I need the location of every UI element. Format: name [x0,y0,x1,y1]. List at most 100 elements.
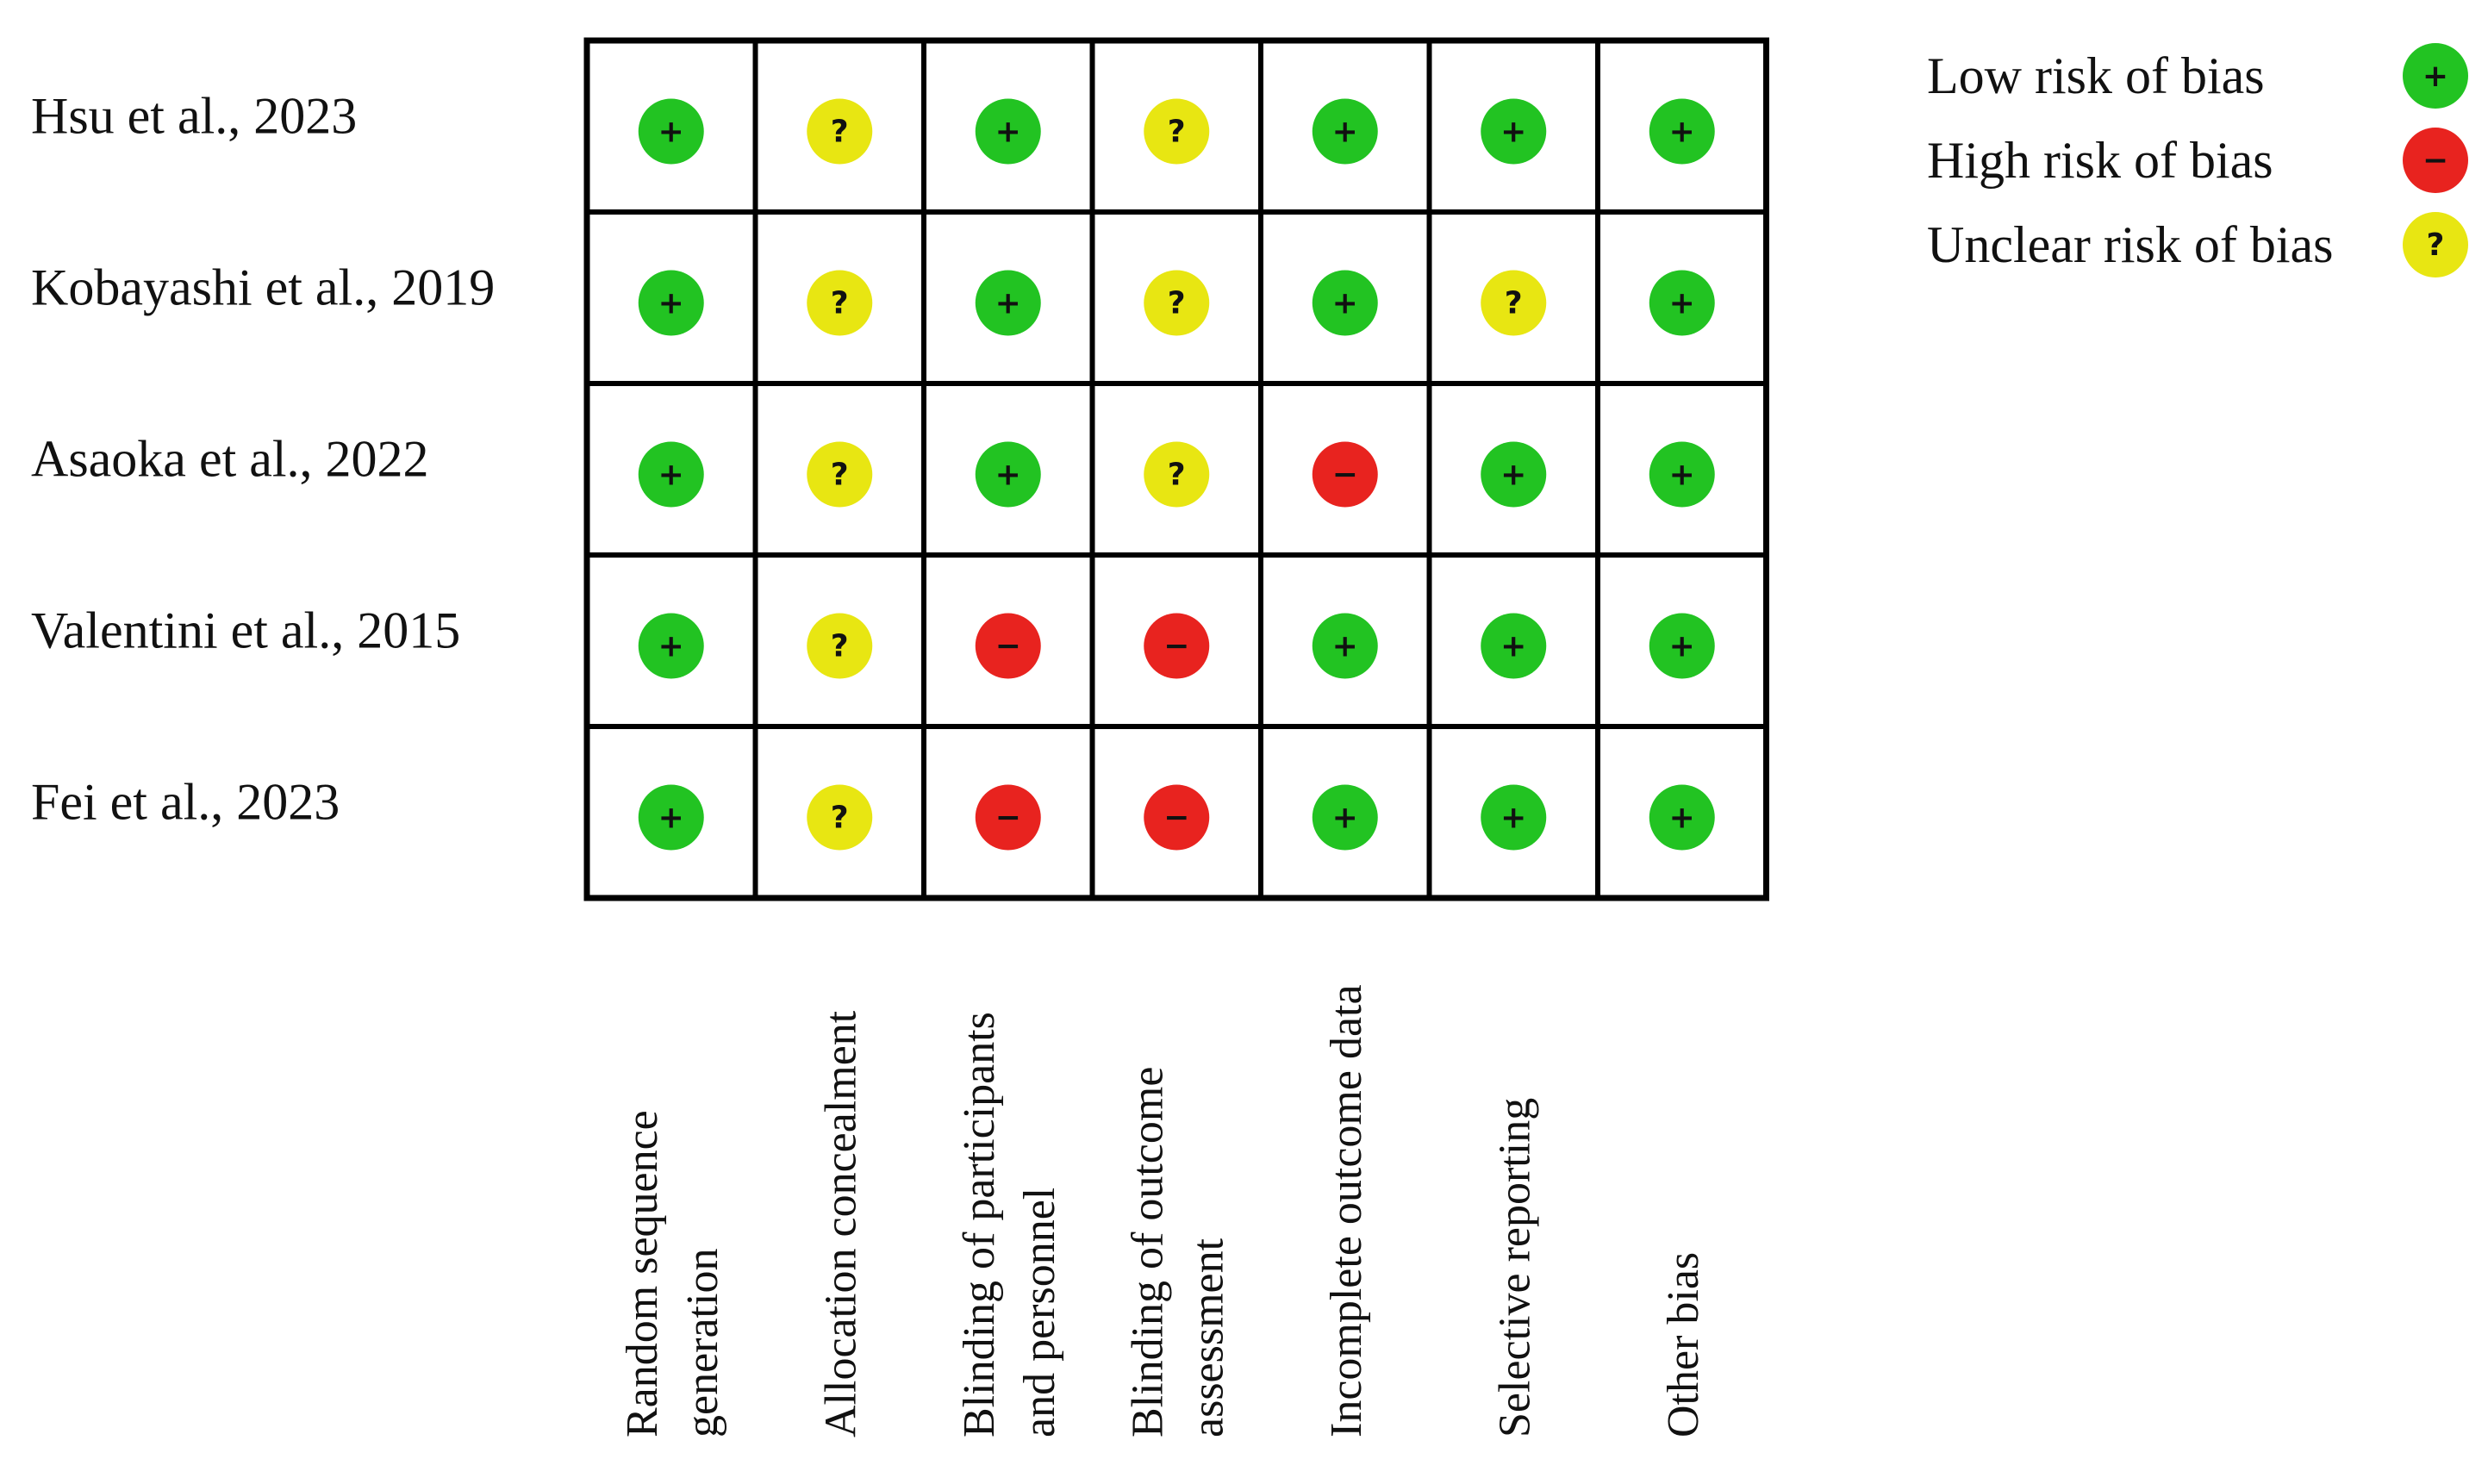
unclear-risk-circle [1481,270,1547,336]
rating-cell: + [1312,98,1378,165]
grid-border [583,37,1769,901]
unclear-risk-symbol: ? [831,801,849,836]
rating-cell: ? [807,784,873,851]
rating-cell: − [1144,784,1210,851]
risk-of-bias-grid: +?+?++++?+?+?++?+?−+++?−−++++?−−+++ [583,37,1769,901]
high-risk-symbol: − [2423,143,2448,178]
unclear-risk-symbol: ? [1168,458,1186,493]
unclear-risk-symbol: ? [831,286,849,321]
high-risk-circle [2403,128,2468,193]
high-risk-circle [975,784,1041,851]
low-risk-symbol: + [1332,629,1358,664]
unclear-risk-symbol: ? [1168,286,1186,321]
domain-label: assessment [1183,1238,1232,1437]
low-risk-circle [1649,98,1715,165]
low-risk-symbol: + [1669,115,1695,150]
low-risk-symbol: + [1500,629,1526,664]
legend-symbol: ? [2403,212,2468,277]
unclear-risk-symbol: ? [831,629,849,664]
high-risk-symbol: − [1163,801,1189,836]
unclear-risk-circle [807,441,873,508]
low-risk-symbol: + [1500,115,1526,150]
domain-label: generation [678,1249,727,1437]
domain-label: Blinding of participants [955,1012,1004,1437]
domain-label: Allocation concealment [816,1010,865,1437]
unclear-risk-symbol: ? [831,115,849,150]
legend-label: Low risk of bias [1927,47,2265,104]
low-risk-symbol: + [658,286,684,321]
rating-cell: + [975,98,1041,165]
unclear-risk-symbol: ? [1168,115,1186,150]
study-label: Hsu et al., 2023 [31,88,357,145]
low-risk-symbol: + [1669,629,1695,664]
rating-cell: − [1144,613,1210,679]
low-risk-circle [1649,784,1715,851]
low-risk-symbol: + [1500,458,1526,493]
unclear-risk-circle [807,784,873,851]
rating-cell: + [1481,784,1547,851]
low-risk-symbol: + [658,458,684,493]
rating-cell: + [638,613,704,679]
rating-cell: + [975,270,1041,336]
legend-label: Unclear risk of bias [1927,216,2334,273]
domain-label: Blinding of outcome [1123,1067,1172,1437]
low-risk-symbol: + [1332,115,1358,150]
low-risk-circle [975,98,1041,165]
rating-cell: ? [1144,270,1210,336]
domain-label: Random sequence [618,1110,667,1437]
unclear-risk-circle [1144,98,1210,165]
high-risk-symbol: − [995,629,1021,664]
rating-cell: + [1312,613,1378,679]
low-risk-circle [1481,98,1547,165]
low-risk-circle [638,613,704,679]
high-risk-circle [1312,441,1378,508]
low-risk-circle [1312,270,1378,336]
low-risk-circle [1481,784,1547,851]
rating-cell: + [1481,98,1547,165]
rating-cell: + [1649,441,1715,508]
low-risk-circle [1481,613,1547,679]
rating-cell: ? [807,441,873,508]
rating-cell: + [975,441,1041,508]
low-risk-symbol: + [1500,801,1526,836]
low-risk-circle [1649,441,1715,508]
legend-symbol: + [2403,43,2468,109]
unclear-risk-circle [807,270,873,336]
unclear-risk-circle [2403,212,2468,277]
low-risk-circle [638,270,704,336]
unclear-risk-symbol: ? [1505,286,1523,321]
low-risk-circle [1649,270,1715,336]
rating-cell: + [1649,613,1715,679]
low-risk-circle [1312,98,1378,165]
low-risk-circle [1312,784,1378,851]
rating-cell: + [1481,441,1547,508]
domain-label: Selective reporting [1490,1098,1539,1437]
unclear-risk-symbol: ? [2427,228,2445,263]
high-risk-circle [1144,784,1210,851]
low-risk-circle [975,441,1041,508]
low-risk-symbol: + [1669,801,1695,836]
rating-cell: + [638,784,704,851]
low-risk-symbol: + [1332,286,1358,321]
low-risk-symbol: + [658,115,684,150]
domain-label: and personnel [1015,1188,1064,1437]
rating-cell: + [1649,784,1715,851]
study-label: Fei et al., 2023 [31,774,340,831]
low-risk-circle [638,441,704,508]
low-risk-symbol: + [658,629,684,664]
high-risk-circle [1144,613,1210,679]
rating-cell: + [1312,270,1378,336]
low-risk-symbol: + [1669,286,1695,321]
low-risk-symbol: + [1332,801,1358,836]
unclear-risk-circle [1144,441,1210,508]
rating-cell: ? [807,98,873,165]
rating-cell: − [1312,441,1378,508]
rating-cell: + [638,270,704,336]
low-risk-symbol: + [658,801,684,836]
study-label: Kobayashi et al., 2019 [31,259,495,316]
low-risk-circle [1649,613,1715,679]
unclear-risk-circle [807,98,873,165]
